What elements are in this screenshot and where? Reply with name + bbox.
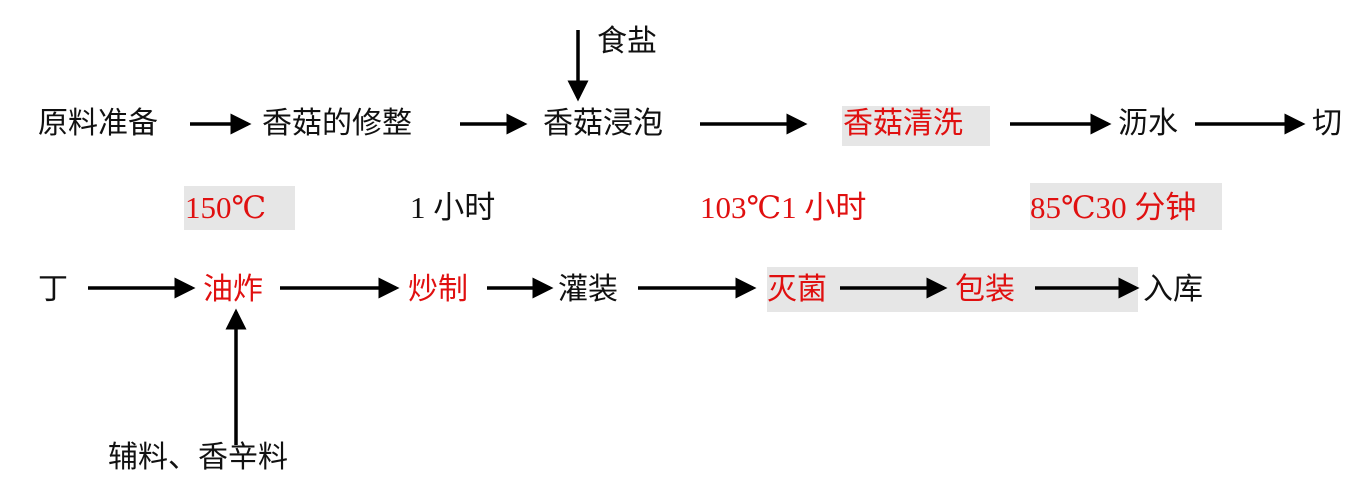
- step-dice: 丁: [38, 272, 68, 307]
- step-soak-mushroom: 香菇浸泡: [543, 106, 663, 141]
- condition-103c-1-hour: 103℃1 小时: [700, 190, 867, 225]
- step-drain: 沥水: [1118, 106, 1178, 141]
- step-store: 入库: [1143, 272, 1203, 307]
- highlight-box-150c: [184, 186, 295, 230]
- step-wash-mushroom: 香菇清洗: [843, 106, 963, 141]
- input-salt: 食盐: [597, 24, 657, 59]
- input-auxiliary-spices: 辅料、香辛料: [108, 440, 288, 475]
- step-fill: 灌装: [558, 272, 618, 307]
- step-package: 包装: [955, 272, 1015, 307]
- step-raw-material-prep: 原料准备: [38, 106, 158, 141]
- condition-1-hour: 1 小时: [410, 190, 496, 225]
- step-stir-fry: 炒制: [408, 272, 468, 307]
- condition-150c: 150℃: [185, 190, 267, 225]
- highlight-box-wash: [842, 106, 990, 146]
- step-cut: 切: [1312, 106, 1342, 141]
- step-deep-fry: 油炸: [203, 272, 263, 307]
- condition-85c-30-min: 85℃30 分钟: [1030, 190, 1197, 225]
- step-sterilize: 灭菌: [767, 272, 827, 307]
- highlight-box-85c: [1030, 183, 1222, 230]
- step-trim-mushroom: 香菇的修整: [262, 106, 412, 141]
